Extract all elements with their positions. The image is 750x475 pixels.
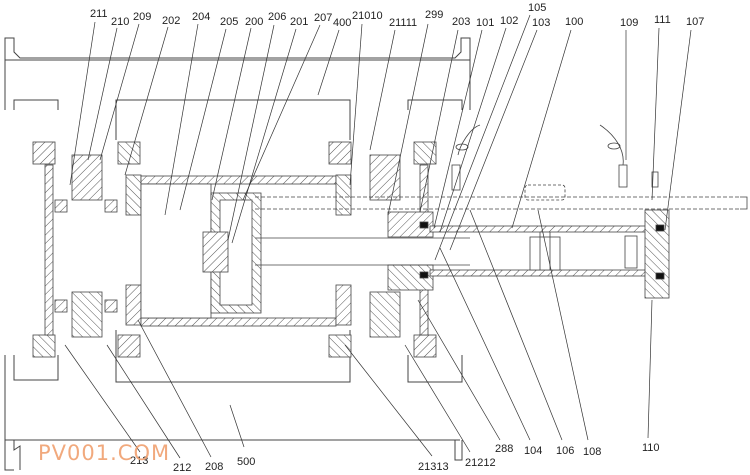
label-288: 288 xyxy=(495,443,514,455)
label-21313: 21313 xyxy=(418,461,449,473)
watermark: PV001.COM xyxy=(38,441,171,465)
label-201: 201 xyxy=(290,16,309,28)
label-200: 200 xyxy=(245,16,264,28)
label-100: 100 xyxy=(565,16,584,28)
label-206: 206 xyxy=(268,11,287,23)
label-400: 400 xyxy=(333,17,352,29)
label-204: 204 xyxy=(192,11,211,23)
small-cylinder xyxy=(429,184,670,299)
label-212: 212 xyxy=(173,462,192,474)
label-500: 500 xyxy=(237,456,256,468)
label-208: 208 xyxy=(205,461,224,473)
label-21010: 21010 xyxy=(352,10,383,22)
label-203: 203 xyxy=(452,16,471,28)
label-107: 107 xyxy=(686,16,705,28)
label-202: 202 xyxy=(162,15,181,27)
label-210: 210 xyxy=(111,16,130,28)
main-cylinder xyxy=(140,175,337,327)
label-299: 299 xyxy=(425,9,444,21)
label-213: 213 xyxy=(130,455,149,467)
label-103: 103 xyxy=(532,17,551,29)
label-106: 106 xyxy=(556,445,575,457)
label-111: 111 xyxy=(654,14,671,26)
label-104: 104 xyxy=(524,445,543,457)
piston-rod xyxy=(255,196,748,266)
left-flange-top xyxy=(32,141,437,201)
upper-housing xyxy=(4,37,471,140)
label-108: 108 xyxy=(583,446,602,458)
label-101: 101 xyxy=(476,17,495,29)
label-21111: 21111 xyxy=(389,17,418,29)
leader-lines-bottom xyxy=(64,209,653,459)
sensors xyxy=(451,124,659,191)
label-110: 110 xyxy=(642,442,660,454)
left-flange-bottom xyxy=(32,291,437,358)
label-102: 102 xyxy=(500,15,519,27)
label-211: 211 xyxy=(90,8,108,20)
label-105: 105 xyxy=(528,2,547,14)
label-207: 207 xyxy=(314,12,333,24)
leader-lines xyxy=(69,14,692,261)
label-209: 209 xyxy=(133,11,152,23)
label-205: 205 xyxy=(220,16,239,28)
label-109: 109 xyxy=(620,17,639,29)
label-21212: 21212 xyxy=(465,457,496,469)
